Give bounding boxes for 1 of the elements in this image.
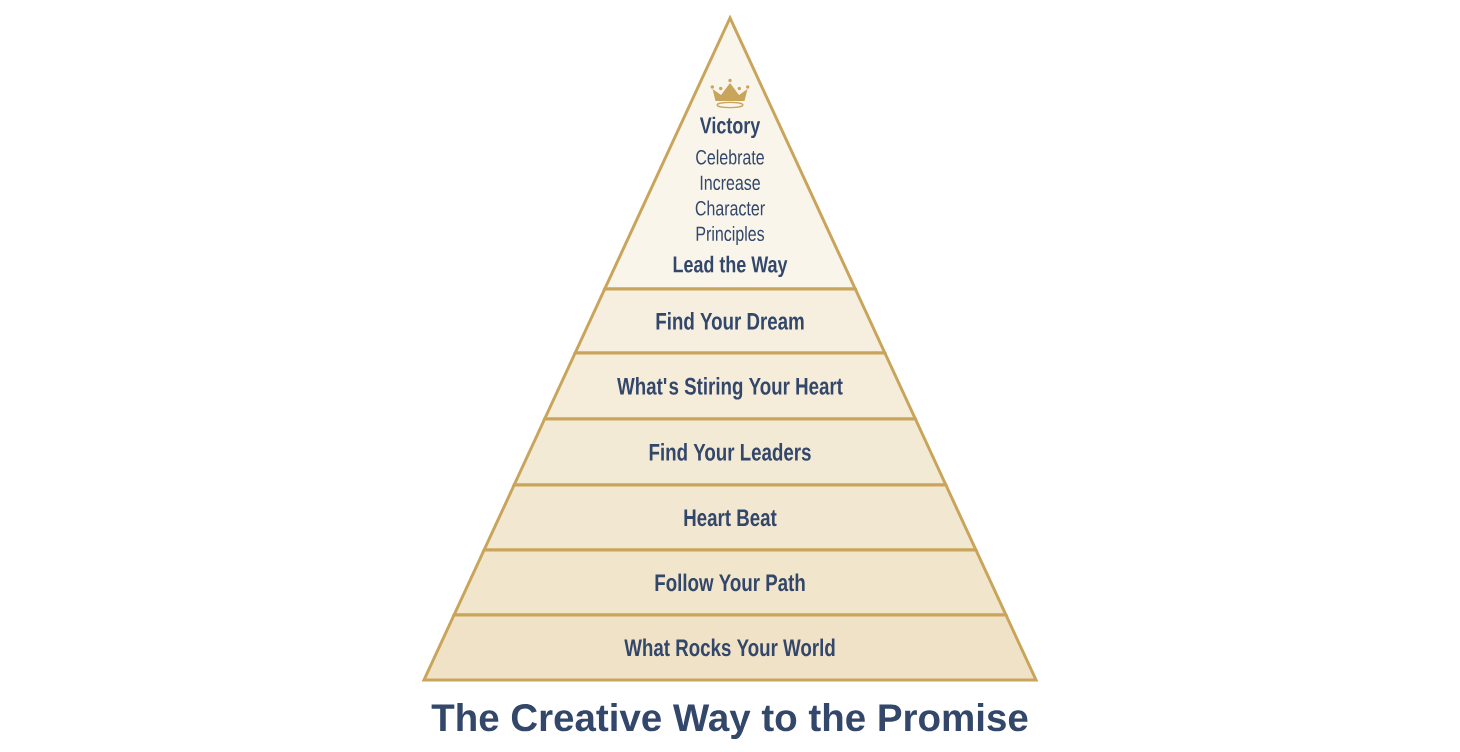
title: The Creative Way to the Promise <box>431 703 1028 739</box>
